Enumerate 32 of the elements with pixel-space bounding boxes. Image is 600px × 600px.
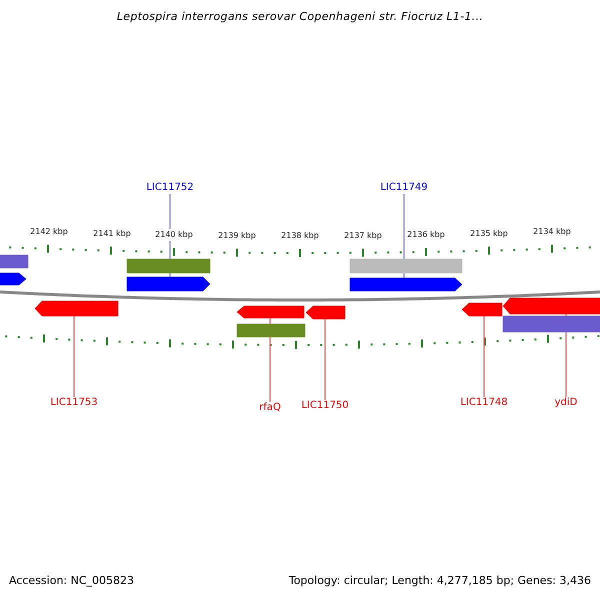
- scale-label: 2140 kbp: [155, 228, 193, 241]
- gene-label: LIC11752: [146, 182, 194, 194]
- gene-feature: [236, 306, 304, 318]
- gene-feature: [350, 278, 462, 292]
- gene-label: rfaQ: [259, 402, 281, 414]
- gene-feature: [502, 316, 600, 332]
- gene-label: LIC11750: [301, 400, 349, 412]
- gene-label: ydiD: [554, 397, 578, 409]
- scale-label: 2137 kbp: [344, 230, 382, 242]
- scale-label: 2134 kbp: [533, 226, 571, 238]
- gene-feature: [0, 272, 26, 286]
- gene-feature: [350, 258, 462, 274]
- map-title: Leptospira interrogans serovar Copenhageni str. Fiocruz L1-1...: [116, 11, 484, 23]
- scale-label: 2139 kbp: [218, 230, 256, 242]
- leader-line: [324, 318, 326, 400]
- gene-feature: [34, 300, 118, 316]
- scale-label: 2136 kbp: [407, 228, 445, 241]
- gene-feature: [126, 276, 210, 292]
- gene-feature: [306, 306, 346, 320]
- scale-label: 2141 kbp: [93, 228, 131, 240]
- accession-text: Accession: NC_005823: [9, 575, 134, 587]
- gene-label: LIC11748: [460, 397, 508, 409]
- gene-feature: [126, 258, 210, 274]
- genome-info-text: Topology: circular; Length: 4,277,185 bp; Genes: 3,436: [288, 575, 591, 587]
- gene-feature: [462, 302, 502, 316]
- gene-feature: [0, 254, 28, 268]
- gene-feature: [236, 324, 306, 338]
- scale-label: 2142 kbp: [30, 226, 68, 238]
- gene-label: LIC11753: [50, 397, 98, 409]
- scale-label: 2135 kbp: [470, 228, 508, 240]
- scale-label: 2138 kbp: [281, 230, 319, 242]
- gene-label: LIC11749: [380, 182, 428, 194]
